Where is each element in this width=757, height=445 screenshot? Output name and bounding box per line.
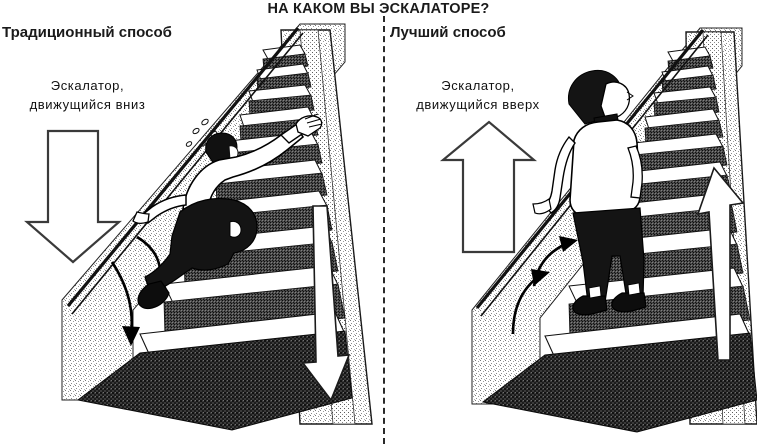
escalator-handrail-left xyxy=(66,26,304,315)
panel-divider xyxy=(383,16,385,444)
big-down-arrow-traditional xyxy=(24,129,122,264)
caption-better: Эскалатор, движущийся вверх xyxy=(388,76,568,114)
caption-better-line1: Эскалатор, xyxy=(441,78,515,93)
panel-heading-traditional: Традиционный способ xyxy=(2,24,172,41)
motion-arrows-right xyxy=(511,236,578,335)
reaching-hand xyxy=(295,113,323,137)
big-up-arrow-better xyxy=(439,120,538,254)
page-title: НА КАКОМ ВЫ ЭСКАЛАТОРЕ? xyxy=(267,1,490,17)
figure-climbing-struggling xyxy=(132,113,323,310)
sweat-drops-icon xyxy=(185,118,218,147)
caption-traditional-line2: движущийся вниз xyxy=(29,97,146,112)
belt-down-arrow-left xyxy=(301,205,351,402)
figure-standing-relaxed xyxy=(532,69,647,316)
caption-better-line2: движущийся вверх xyxy=(416,97,540,112)
panel-better-artwork xyxy=(439,27,757,433)
panel-traditional-artwork xyxy=(24,23,373,431)
belt-up-arrow-right xyxy=(696,166,745,361)
caption-traditional-line1: Эскалатор, xyxy=(50,78,125,93)
panel-heading-better: Лучший способ xyxy=(390,24,506,41)
escalator-floor-left xyxy=(76,330,353,431)
caption-traditional: Эскалатор, движущийся вниз xyxy=(0,76,175,114)
